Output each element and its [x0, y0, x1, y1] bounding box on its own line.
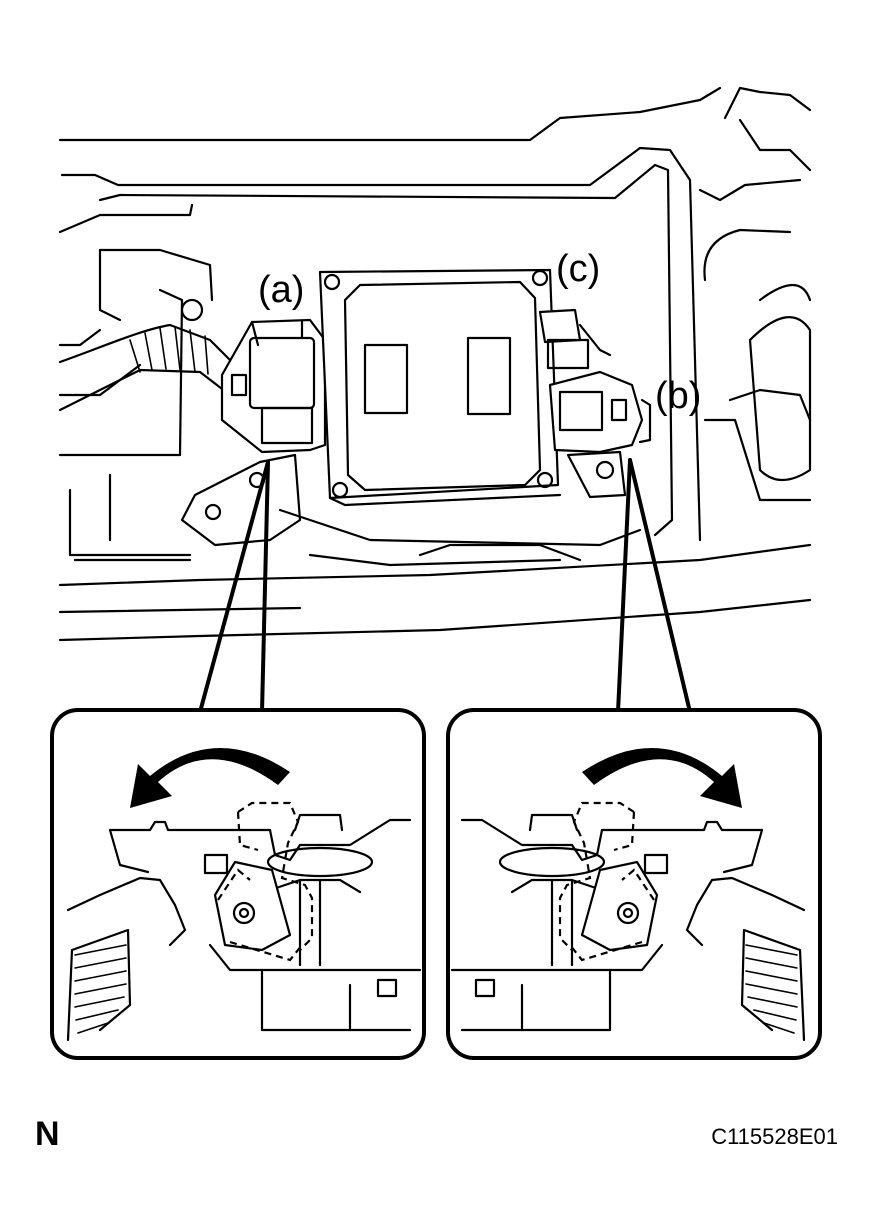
curved-arrow-counterclockwise-icon [130, 747, 290, 808]
callout-b-label: (b) [655, 375, 701, 417]
figure-code: C115528E01 [711, 1124, 838, 1149]
wire-harness-left [58, 298, 232, 412]
north-indicator: N [35, 1115, 60, 1153]
connector-c [538, 308, 612, 370]
ecu-module [318, 268, 562, 507]
inset-left [50, 708, 426, 1060]
connector-b [548, 370, 652, 499]
bracket-left [180, 453, 302, 547]
callout-a-label: (a) [258, 269, 304, 311]
connector-a [220, 318, 327, 454]
body-panel-outlines [58, 86, 812, 642]
callout-c-label: (c) [556, 248, 600, 290]
main-view: (a) (c) (b) [58, 86, 812, 642]
leader-lines [198, 458, 692, 714]
curved-arrow-clockwise-icon [582, 747, 742, 808]
inset-right [446, 708, 822, 1060]
